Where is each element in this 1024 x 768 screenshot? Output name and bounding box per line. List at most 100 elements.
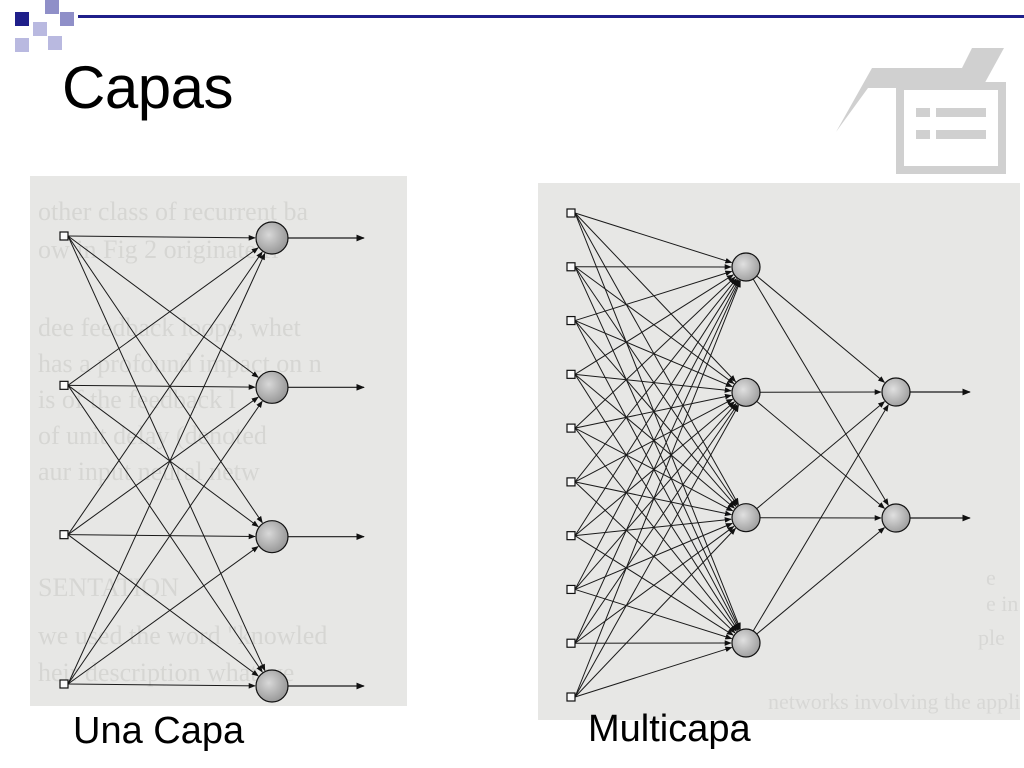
neuron-node [731,252,761,282]
synapse-line [67,235,263,524]
svg-text:dee feedback loops, whet: dee feedback loops, whet [38,313,302,342]
neuron-node [255,520,289,554]
synapse-line [756,275,886,383]
synapse-line [574,266,741,631]
synapse-line [67,235,259,378]
synapse-line [574,404,738,644]
synapse-line [67,247,259,386]
neuron-node [255,370,289,404]
synapse-line [574,393,732,429]
neuron-layer [59,221,289,703]
blue-squares-icon [15,0,74,52]
neuron-layers [566,208,911,702]
neuron-node [881,377,911,407]
input-node [566,531,576,541]
synapse-line [574,279,740,590]
synapse-line [67,385,263,673]
neuron-node [731,503,761,533]
slide-title: Capas [62,54,233,121]
neuron-node [731,377,761,407]
input-node [566,315,576,326]
single-layer-network-svg: other class of recurrent ba ow in Fig 2 … [38,197,365,703]
neuron-node [881,503,911,533]
synapse-line [574,279,741,644]
input-node [59,679,69,689]
synapse-line [574,404,739,698]
synapse-line [756,527,886,635]
svg-text:e: e [986,565,996,590]
synapse-line [574,517,732,537]
synapse-line [574,527,737,698]
synapse-line [574,525,735,644]
synapse-line [574,373,735,509]
synapse-line [67,234,256,241]
multilayer-network-diagram: e e in ple networks involving the appli [538,183,1020,720]
single-layer-network-diagram: other class of recurrent ba ow in Fig 2 … [30,176,407,706]
input-node [59,380,69,390]
synapse-line [574,212,739,506]
synapse-line [574,278,737,483]
synapse-line [67,251,263,535]
input-node [566,584,576,595]
input-node [566,477,576,487]
synapse-line [574,212,733,264]
synapse-line [752,404,889,632]
caption-multilayer: Multicapa [588,708,751,750]
synapse-line [67,396,259,536]
input-node [59,231,69,241]
synapse-line [756,401,886,510]
input-node [566,262,576,272]
synapse-line [574,276,736,429]
synapse-line [67,235,266,672]
synapse-line [574,320,737,507]
caption-single-layer: Una Capa [73,710,245,752]
svg-text:ple: ple [978,625,1005,650]
input-node [566,692,576,702]
synapse-line [574,403,737,590]
synapse-line [574,212,737,383]
svg-text:other class of recurrent ba: other class of recurrent ba [38,197,308,226]
input-node [566,208,576,218]
synapse-line [574,427,737,632]
synapse-line [67,682,256,689]
multilayer-network-svg: e e in ple networks involving the appli [566,208,1020,714]
input-node [566,423,576,433]
neuron-node [255,669,289,703]
input-node [566,369,576,379]
synapse-line [574,278,739,536]
synapse-line [574,274,734,375]
synapse-connections [67,234,365,690]
synapse-line [574,280,741,698]
synapse-line [574,374,739,632]
synapse-line [574,212,741,630]
title-rule [78,15,1024,18]
synapse-line [574,266,738,506]
neuron-node [731,628,761,658]
svg-text:SENTATION: SENTATION [38,573,179,602]
input-node [59,530,69,540]
synapse-line [574,270,733,322]
svg-text:of unit delay (denoted: of unit delay (denoted [38,421,267,450]
scan-background-texture: other class of recurrent ba ow in Fig 2 … [38,197,327,687]
synapse-line [574,373,732,393]
input-node [566,638,576,648]
synapse-line [67,400,263,685]
svg-text:we used the word "knowled: we used the word "knowled [38,621,327,650]
synapse-line [574,481,732,517]
synapse-line [67,252,266,685]
synapse-connections [574,212,971,698]
synapse-line [67,534,259,677]
synapse-line [574,320,740,631]
synapse-line [67,384,259,528]
svg-text:aur input neural netw: aur input neural netw [38,457,260,486]
synapse-line [67,384,256,390]
svg-text:networks involving the appli: networks involving the appli [768,689,1020,714]
svg-text:e in: e in [986,591,1018,616]
scan-background-texture: e e in ple networks involving the appli [768,565,1020,714]
synapse-line [67,546,259,685]
neuron-node [255,221,289,255]
synapse-line [574,646,733,698]
synapse-line [67,533,256,540]
synapse-line [574,481,736,634]
